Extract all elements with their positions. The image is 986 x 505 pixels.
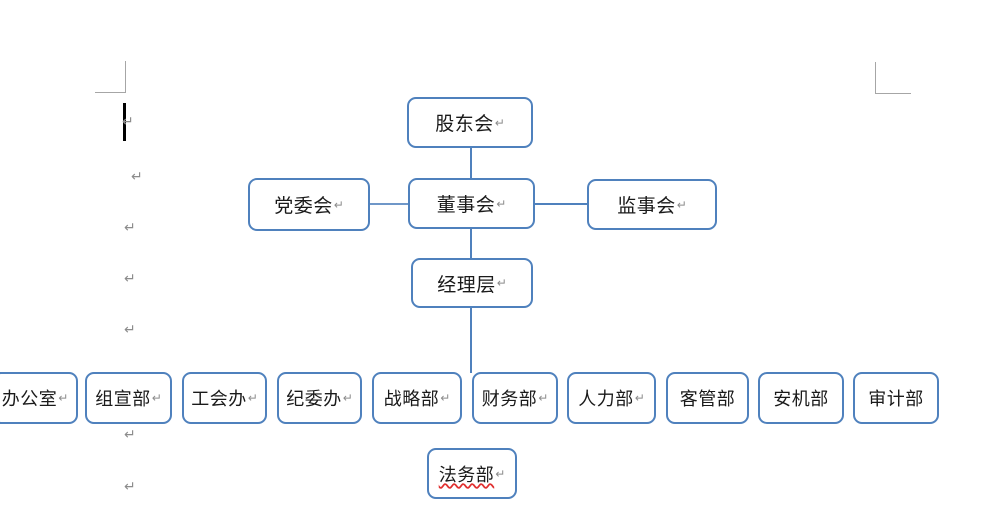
paragraph-mark: ↵ (496, 276, 507, 290)
paragraph-mark: ↵ (634, 391, 645, 405)
paragraph-mark: ↵ (495, 466, 506, 481)
paragraph-mark: ↵ (676, 197, 687, 212)
paragraph-mark-1: ↵ (131, 169, 143, 185)
node-finance[interactable]: 财务部 ↵ (472, 372, 558, 424)
paragraph-mark: ↵ (247, 391, 258, 405)
node-label: 监事会 (617, 196, 676, 217)
node-audit[interactable]: 审计部 (853, 372, 939, 424)
paragraph-mark: ↵ (151, 391, 162, 405)
text-cursor (123, 103, 126, 141)
node-label: 客管部 (679, 389, 736, 409)
node-safety-equipment[interactable]: 安机部 (758, 372, 844, 424)
node-label: 法务部 (438, 464, 495, 485)
node-strategy[interactable]: 战略部 ↵ (372, 372, 462, 424)
connector-party-board (369, 203, 408, 205)
paragraph-mark-2: ↵ (124, 220, 136, 236)
paragraph-mark: ↵ (58, 391, 69, 405)
node-discipline-inspection[interactable]: 纪委办 ↵ (277, 372, 362, 424)
node-label: 纪委办 (286, 389, 342, 409)
top-left-margin-mark (95, 61, 126, 93)
node-party-committee[interactable]: 党委会 ↵ (248, 178, 370, 231)
node-customer-management[interactable]: 客管部 (666, 372, 749, 424)
node-label: 党委会 (274, 196, 333, 217)
node-office[interactable]: 办公室 ↵ (0, 372, 78, 424)
node-board-of-directors[interactable]: 董事会 ↵ (408, 178, 535, 229)
node-shareholders[interactable]: 股东会 ↵ (407, 97, 533, 148)
paragraph-mark-6: ↵ (124, 479, 136, 495)
connector-management-departments (470, 307, 472, 373)
node-management[interactable]: 经理层 ↵ (411, 258, 533, 308)
node-label: 经理层 (437, 274, 496, 296)
paragraph-mark-3: ↵ (124, 271, 136, 287)
paragraph-mark-caret-line: ↵ (122, 114, 134, 130)
node-label: 董事会 (436, 195, 496, 216)
paragraph-mark-5: ↵ (124, 427, 136, 443)
connector-shareholders-board (470, 147, 472, 179)
connector-board-supervisors (535, 203, 587, 205)
paragraph-mark: ↵ (333, 197, 344, 212)
node-label: 战略部 (383, 389, 440, 409)
paragraph-mark: ↵ (496, 196, 507, 211)
node-label: 审计部 (868, 389, 924, 409)
node-human-resources[interactable]: 人力部 ↵ (567, 372, 656, 424)
paragraph-mark: ↵ (538, 391, 549, 405)
paragraph-mark: ↵ (494, 115, 505, 130)
node-label: 安机部 (773, 389, 829, 409)
node-label: 办公室 (1, 389, 58, 409)
node-label: 工会办 (191, 389, 247, 409)
node-organization-publicity[interactable]: 组宣部 ↵ (85, 372, 172, 424)
paragraph-mark: ↵ (440, 391, 451, 405)
node-label: 人力部 (578, 389, 634, 409)
node-labor-union[interactable]: 工会办 ↵ (182, 372, 267, 424)
paragraph-mark-4: ↵ (124, 322, 136, 338)
top-right-margin-mark (875, 62, 911, 94)
paragraph-mark: ↵ (342, 391, 353, 405)
node-board-of-supervisors[interactable]: 监事会 ↵ (587, 179, 717, 230)
node-label: 组宣部 (95, 389, 151, 409)
node-legal-affairs[interactable]: 法务部 ↵ (427, 448, 517, 499)
node-label: 股东会 (435, 114, 494, 135)
connector-board-management (470, 229, 472, 260)
node-label: 财务部 (481, 389, 538, 409)
